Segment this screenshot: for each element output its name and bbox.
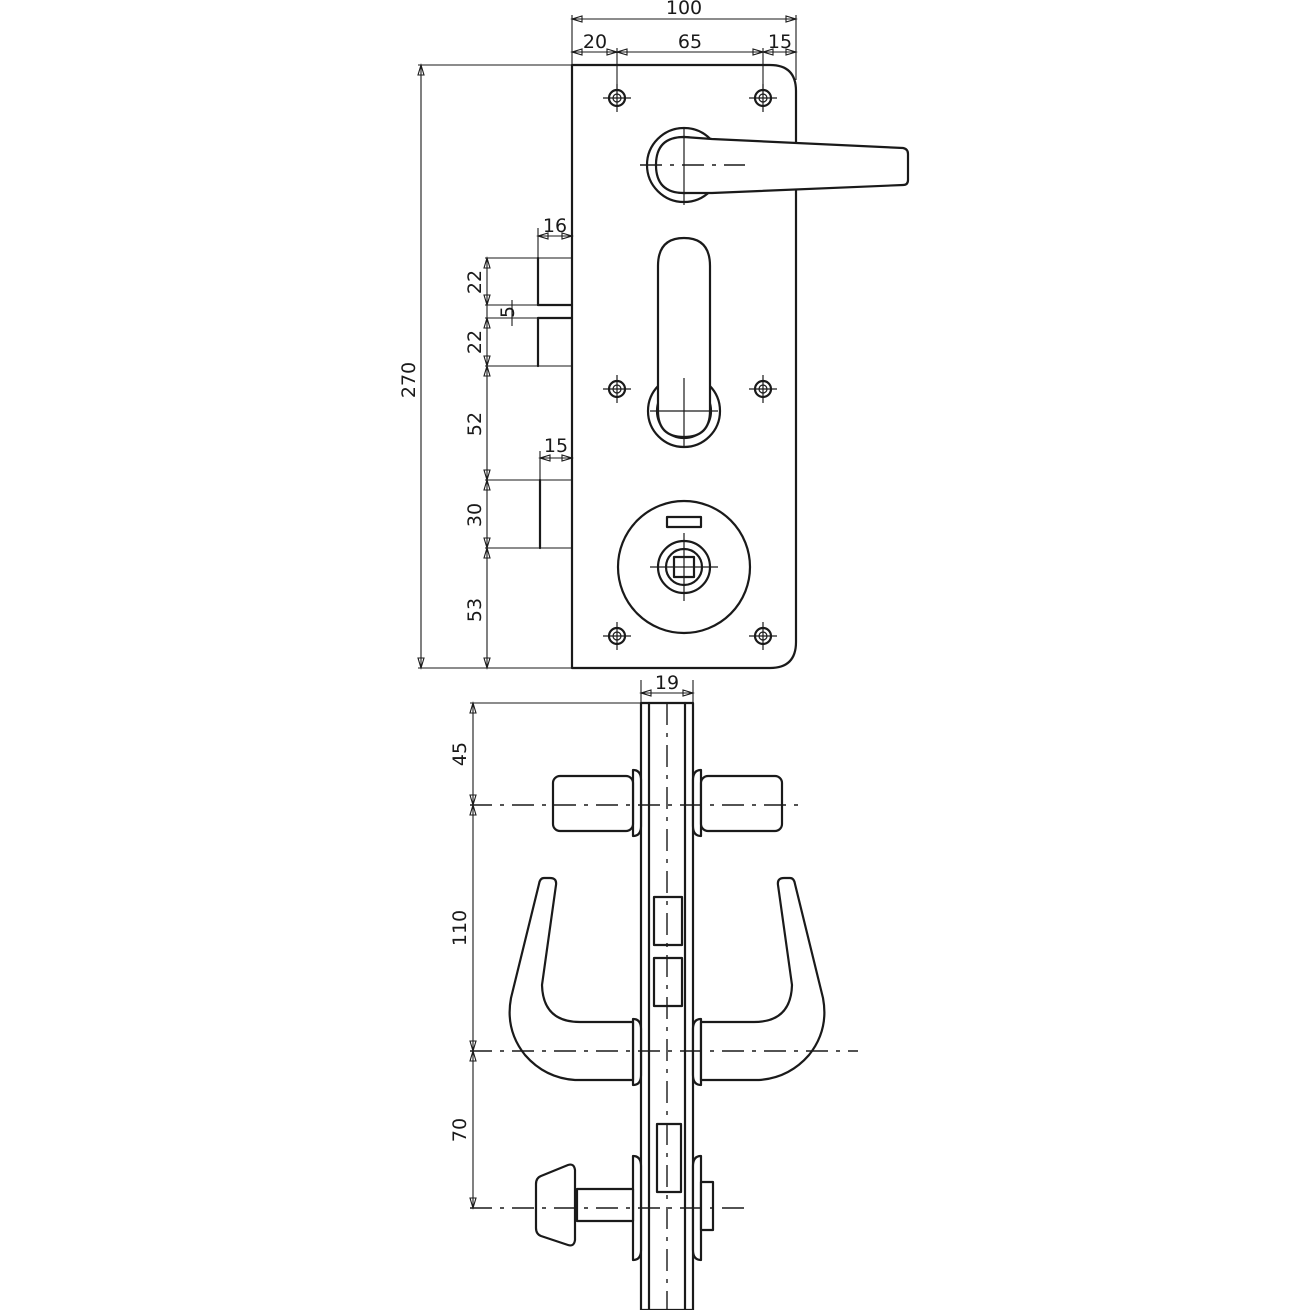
screw-hole-bottom-right	[749, 622, 777, 650]
dim-seg-1: 22	[464, 270, 486, 294]
front-dimension-lines	[417, 15, 798, 670]
screw-hole-mid-right	[749, 375, 777, 403]
dim-plate-thickness: 19	[655, 672, 679, 694]
dim-latch-depth: 15	[544, 435, 568, 457]
screw-hole-mid-left	[603, 375, 631, 403]
dim-seg-5: 30	[464, 503, 486, 527]
dim-bolt-depth: 16	[543, 215, 567, 237]
thumb-turn-side	[470, 1154, 752, 1262]
dim-width-right: 15	[768, 31, 792, 53]
vertical-lever-handle	[646, 236, 722, 449]
dim-width-left: 20	[583, 31, 607, 53]
side-bolt-bottom	[655, 1122, 683, 1194]
side-view: 19	[449, 672, 858, 1310]
side-bolt-upper	[652, 895, 684, 947]
upper-handle-side	[470, 768, 800, 838]
dim-side-seg-3: 70	[449, 1118, 471, 1142]
dim-width-mid: 65	[678, 31, 702, 53]
dim-seg-2: 5	[497, 306, 519, 318]
lower-lever-side	[470, 876, 858, 1087]
dim-seg-3: 22	[464, 330, 486, 354]
dim-side-seg-1: 45	[449, 742, 471, 766]
front-view: 100 20 65 15 16 15 270 22 5 22 52 30 53	[398, 0, 910, 670]
side-bolt-lower	[652, 956, 684, 1008]
dim-seg-6: 53	[464, 598, 486, 622]
dim-height-total: 270	[398, 362, 420, 398]
thumb-turn-rose	[616, 499, 752, 635]
screw-hole-bottom-left	[603, 622, 631, 650]
dim-seg-4: 52	[464, 412, 486, 436]
front-extension-lines	[418, 15, 797, 669]
dim-width-total: 100	[666, 0, 702, 19]
bolt-profiles	[536, 256, 574, 550]
upper-lever-handle	[640, 126, 910, 205]
dim-side-seg-2: 110	[449, 910, 471, 946]
lock-plate-outline	[570, 63, 798, 670]
